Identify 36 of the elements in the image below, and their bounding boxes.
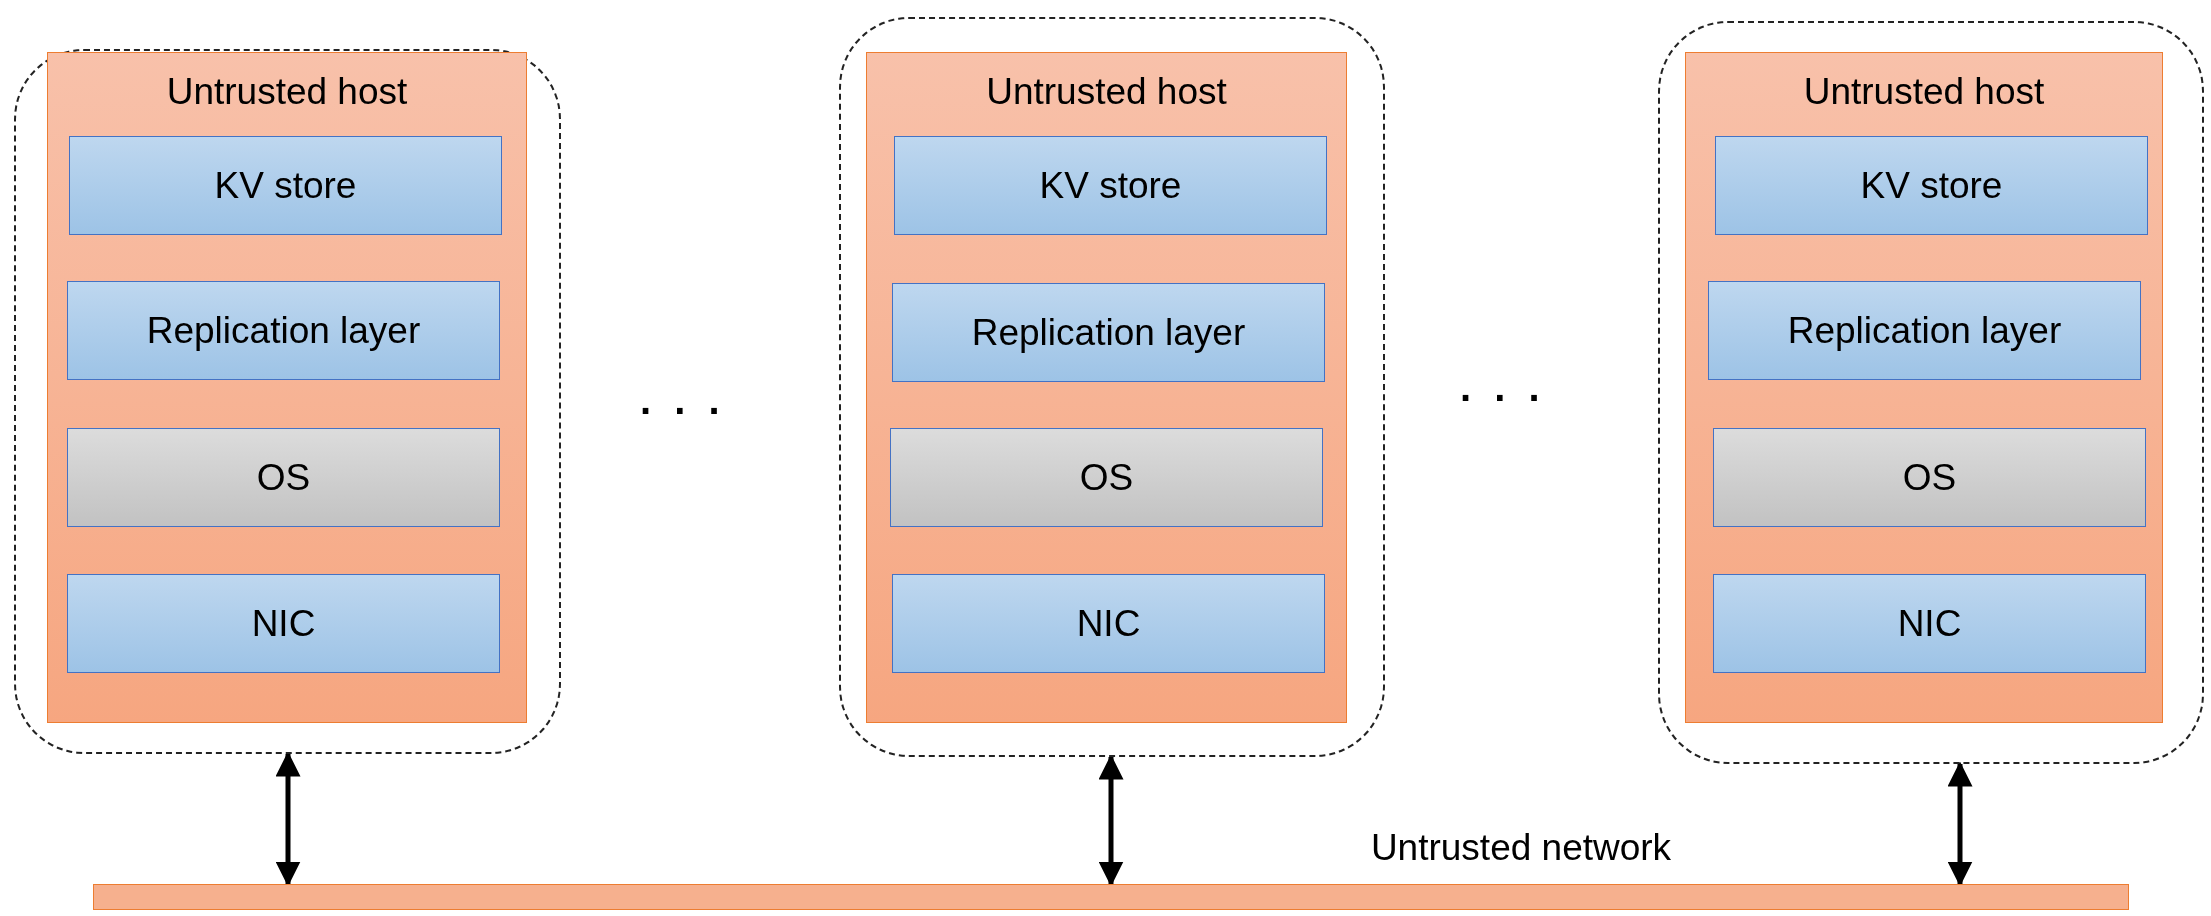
host-title: Untrusted host (985, 71, 1228, 113)
ellipsis: . . . (640, 378, 726, 423)
component-box (892, 574, 1325, 673)
host-title: Untrusted host (165, 71, 409, 113)
component-box (1715, 136, 2148, 235)
component-box (67, 574, 500, 673)
component-label: NIC (251, 602, 316, 645)
component-label: Replication layer (146, 309, 421, 352)
host-title: Untrusted host (1802, 71, 2046, 113)
dashed-group-box (1658, 21, 2204, 764)
ellipsis: . . . (1460, 365, 1546, 410)
dashed-group-box (839, 17, 1385, 757)
component-box (69, 136, 502, 235)
component-box (1708, 281, 2141, 380)
component-label: KV store (1860, 164, 2003, 207)
component-label: KV store (1039, 164, 1182, 207)
host-box (47, 52, 527, 723)
component-label: Replication layer (971, 311, 1246, 354)
component-box (1713, 428, 2146, 527)
host-box (1685, 52, 2163, 723)
dashed-group-box (14, 49, 561, 754)
component-box (892, 283, 1325, 382)
component-box (894, 136, 1327, 235)
network-label: Untrusted network (1369, 827, 1673, 869)
component-label: OS (256, 456, 311, 499)
component-box (890, 428, 1323, 527)
component-box (67, 281, 500, 380)
component-label: NIC (1897, 602, 1962, 645)
component-box (67, 428, 500, 527)
component-label: Replication layer (1787, 309, 2062, 352)
host-box (866, 52, 1347, 723)
component-box (1713, 574, 2146, 673)
component-label: NIC (1076, 602, 1141, 645)
component-label: KV store (214, 164, 357, 207)
component-label: OS (1902, 456, 1957, 499)
component-label: OS (1079, 456, 1134, 499)
